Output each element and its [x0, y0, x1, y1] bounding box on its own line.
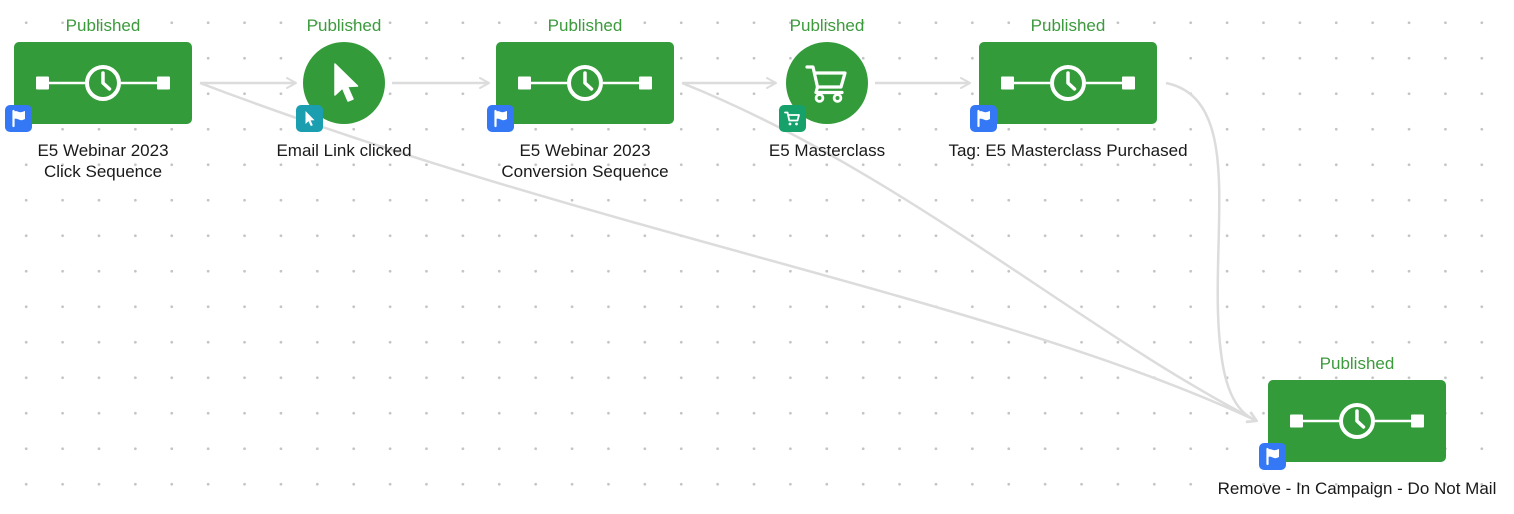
flag-icon	[1266, 447, 1279, 466]
flag-icon	[977, 109, 990, 128]
cart-badge-icon	[784, 111, 800, 126]
node-label: E5 Webinar 2023 Click Sequence	[37, 141, 169, 181]
node-status: Published	[789, 16, 865, 35]
node-tag-e5-masterclass-purchased[interactable]: Published Tag: E5 Masterclass Purchased	[948, 16, 1188, 176]
sequence-node-box[interactable]	[1268, 380, 1446, 462]
node-status: Published	[547, 16, 623, 35]
flag-icon	[494, 109, 507, 128]
node-e5-masterclass[interactable]: Published E5 Masterclass	[707, 16, 947, 176]
cursor-badge[interactable]	[296, 105, 323, 132]
cursor-icon	[334, 63, 359, 102]
node-status: Published	[306, 16, 382, 35]
node-email-link-clicked[interactable]: Published Email Link clicked	[224, 16, 464, 176]
sequence-node-box[interactable]	[979, 42, 1157, 124]
cursor-badge-icon	[305, 111, 315, 126]
node-remove-in-campaign-do-not-mail[interactable]: Published Remove - In Campaign - Do Not …	[1218, 354, 1497, 514]
node-label: Email Link clicked	[276, 141, 412, 160]
clock-icon	[36, 65, 170, 101]
cart-badge[interactable]	[779, 105, 806, 132]
flag-badge[interactable]	[487, 105, 514, 132]
node-label: Tag: E5 Masterclass Purchased	[948, 141, 1188, 160]
node-status: Published	[1030, 16, 1106, 35]
clock-icon	[518, 65, 652, 101]
clock-icon	[1001, 65, 1135, 101]
sequence-node-box[interactable]	[496, 42, 674, 124]
node-label: E5 Masterclass	[768, 141, 886, 160]
flag-badge[interactable]	[1259, 443, 1286, 470]
node-label: Remove - In Campaign - Do Not Mail	[1217, 479, 1497, 498]
node-e5-webinar-conversion-sequence[interactable]: Published E5 Webinar 2023 Conversion Seq…	[465, 16, 705, 181]
cart-icon	[805, 65, 847, 103]
flag-badge[interactable]	[970, 105, 997, 132]
node-status: Published	[1319, 354, 1395, 373]
clock-icon	[1290, 403, 1424, 439]
flag-icon	[12, 109, 25, 128]
node-label: E5 Webinar 2023 Conversion Sequence	[501, 141, 669, 181]
node-e5-webinar-click-sequence[interactable]: Published E5 Webinar 2023 Click Sequence	[0, 16, 223, 181]
node-status: Published	[65, 16, 141, 35]
sequence-node-box[interactable]	[14, 42, 192, 124]
flag-badge[interactable]	[5, 105, 32, 132]
